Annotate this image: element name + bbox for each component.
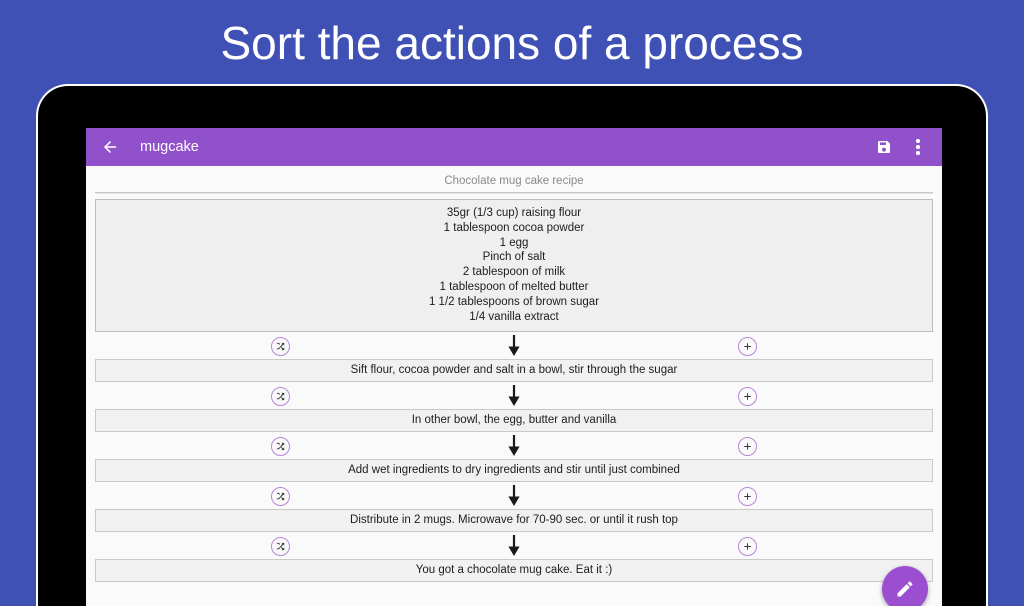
add-step-icon[interactable] [738, 537, 757, 557]
step-connector [86, 432, 942, 459]
step-connector [86, 532, 942, 559]
add-step-icon[interactable] [738, 337, 757, 357]
down-arrow-icon [508, 535, 521, 561]
app-bar: mugcake [86, 128, 942, 166]
app-bar-actions [870, 133, 932, 161]
promo-headline: Sort the actions of a process [220, 17, 804, 69]
step-item[interactable]: In other bowl, the egg, butter and vanil… [95, 409, 933, 433]
ingredient-item: 1 tablespoon cocoa powder [443, 221, 585, 234]
down-arrow-icon [508, 385, 521, 411]
shuffle-icon[interactable] [271, 487, 290, 507]
step-item[interactable]: Add wet ingredients to dry ingredients a… [95, 459, 933, 483]
step-item[interactable]: Distribute in 2 mugs. Microwave for 70-9… [95, 509, 933, 533]
tablet-device-frame: mugcake Chocolate mug cake recipe 35gr (… [38, 86, 986, 606]
add-step-icon[interactable] [738, 487, 757, 507]
recipe-content: Chocolate mug cake recipe 35gr (1/3 cup)… [86, 166, 942, 606]
ingredient-item: 1 tablespoon of melted butter [439, 280, 589, 293]
ingredient-item: 1 1/2 tablespoons of brown sugar [428, 295, 600, 308]
ingredients-box[interactable]: 35gr (1/3 cup) raising flour 1 tablespoo… [95, 199, 933, 333]
add-step-icon[interactable] [738, 387, 757, 407]
down-arrow-icon [508, 335, 521, 361]
step-connector [86, 482, 942, 509]
shuffle-icon[interactable] [271, 337, 290, 357]
ingredient-item: 1/4 vanilla extract [469, 310, 559, 323]
step-item[interactable]: Sift flour, cocoa powder and salt in a b… [95, 359, 933, 383]
edit-fab-button[interactable] [882, 566, 928, 606]
step-connector [86, 382, 942, 409]
app-bar-title: mugcake [140, 139, 199, 155]
add-step-icon[interactable] [738, 437, 757, 457]
title-divider [95, 192, 933, 194]
back-arrow-icon[interactable] [96, 133, 124, 161]
tablet-screen: mugcake Chocolate mug cake recipe 35gr (… [86, 128, 942, 606]
step-item[interactable]: You got a chocolate mug cake. Eat it :) [95, 559, 933, 583]
save-floppy-icon[interactable] [870, 133, 898, 161]
down-arrow-icon [508, 435, 521, 461]
ingredient-item: Pinch of salt [482, 251, 546, 264]
step-connector [86, 332, 942, 359]
shuffle-icon[interactable] [271, 387, 290, 407]
recipe-title[interactable]: Chocolate mug cake recipe [444, 175, 584, 187]
shuffle-icon[interactable] [271, 437, 290, 457]
shuffle-icon[interactable] [271, 537, 290, 557]
ingredient-item: 35gr (1/3 cup) raising flour [446, 207, 582, 219]
ingredient-item: 2 tablespoon of milk [462, 266, 566, 279]
ingredient-item: 1 egg [499, 236, 529, 249]
overflow-menu-icon[interactable] [904, 133, 932, 161]
down-arrow-icon [508, 485, 521, 511]
overflow-dots [916, 139, 920, 155]
